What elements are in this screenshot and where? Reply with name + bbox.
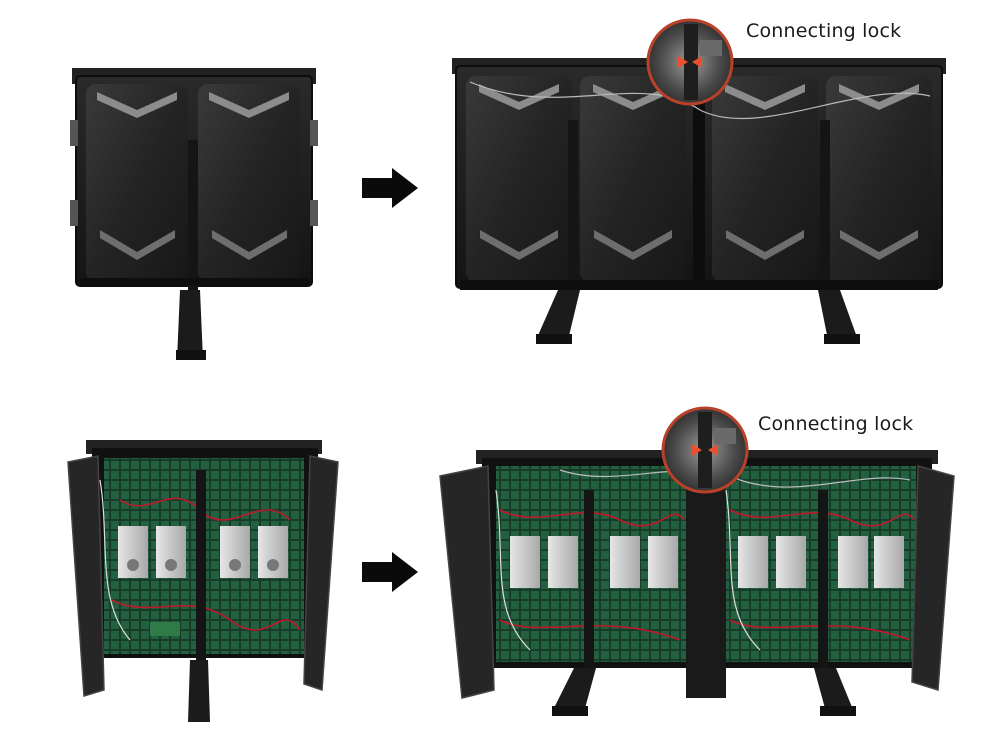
inward-arrows-icon xyxy=(664,56,716,68)
inward-arrows-icon xyxy=(678,444,732,456)
open-cabinet-single xyxy=(67,440,339,722)
connecting-lock-label-top: Connecting lock xyxy=(746,20,902,42)
closed-cabinets-joined xyxy=(452,58,946,344)
connecting-lock-zoom-bottom xyxy=(661,406,749,494)
closed-cabinet-single xyxy=(70,68,318,360)
connecting-lock-label-bottom: Connecting lock xyxy=(758,413,914,435)
right-arrow-icon xyxy=(362,552,418,592)
right-arrow-icon xyxy=(362,168,418,208)
connecting-lock-zoom-top xyxy=(646,18,734,106)
open-cabinets-joined xyxy=(439,450,955,716)
